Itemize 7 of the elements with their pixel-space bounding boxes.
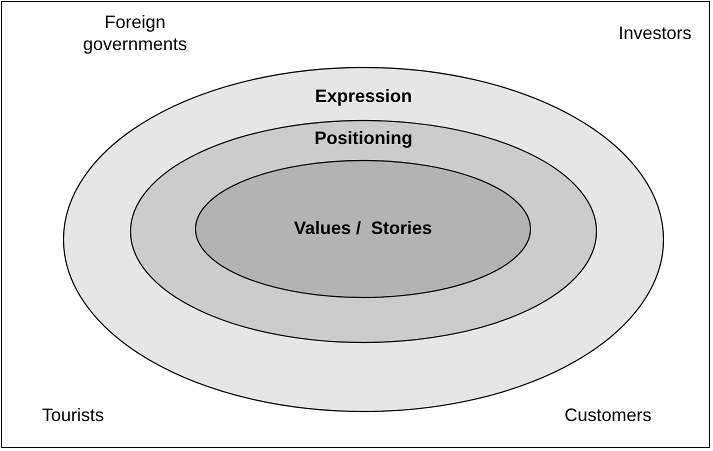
audience-label: Foreign governments xyxy=(82,11,188,55)
ring-label: Positioning xyxy=(314,128,414,149)
audience-label: Customers xyxy=(563,404,653,426)
audience-label: Tourists xyxy=(40,404,105,426)
audience-label: Investors xyxy=(617,22,693,44)
ring-label: Values / Stories xyxy=(292,218,434,239)
ring-label: Expression xyxy=(314,86,414,107)
